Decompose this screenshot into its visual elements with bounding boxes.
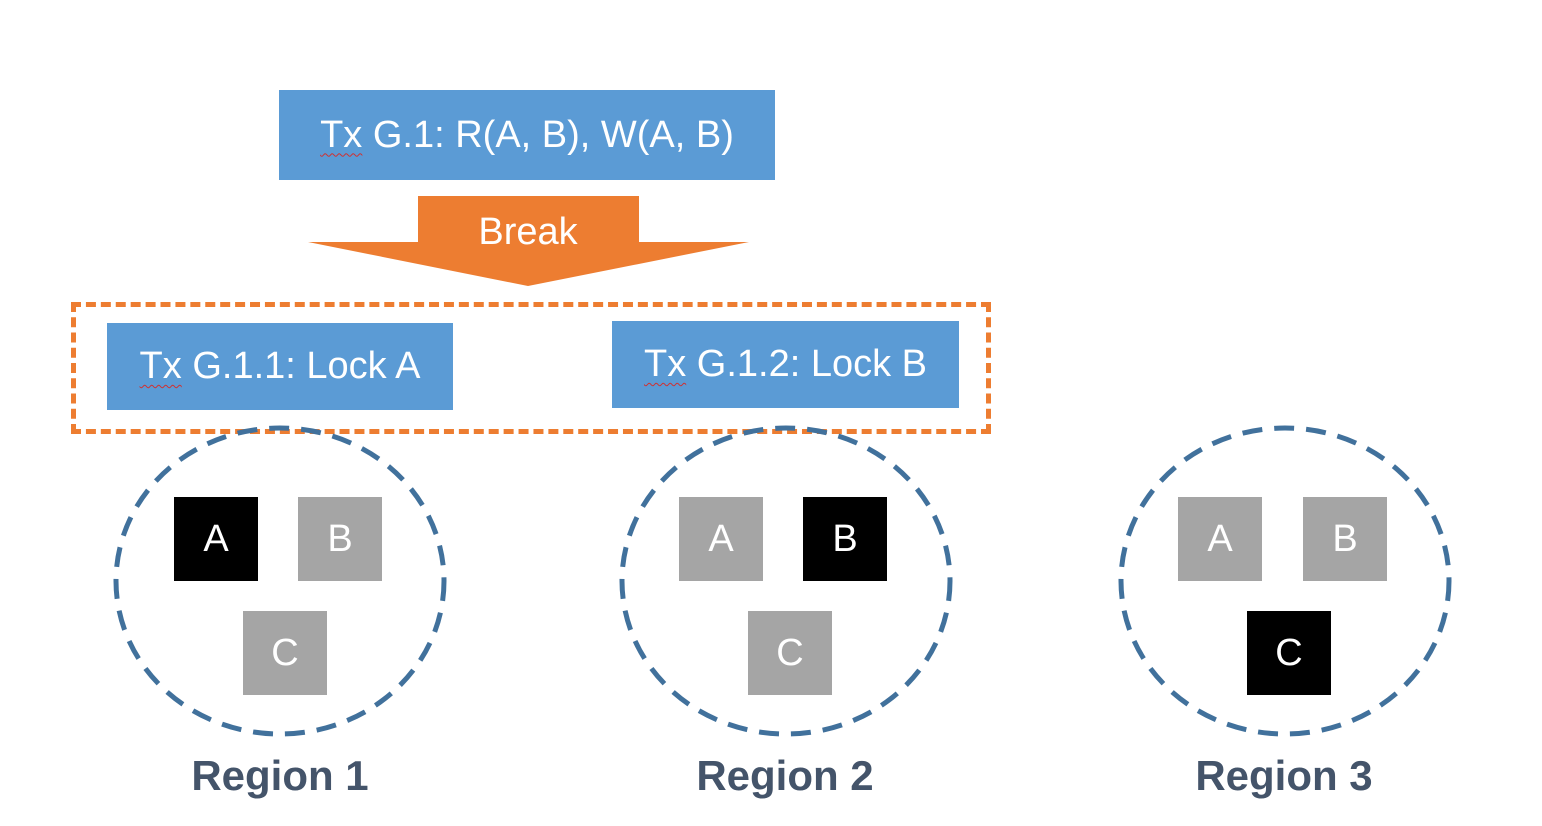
transaction-g1-prefix: Tx	[320, 113, 363, 156]
region-3-item-b: B	[1303, 497, 1387, 581]
break-arrow	[308, 196, 749, 286]
region-2-label: Region 2	[696, 752, 874, 799]
transaction-g1-1-box: Tx G.1.1: Lock A	[107, 323, 453, 410]
region-1-circle	[113, 425, 447, 737]
sub-transaction-group	[71, 302, 991, 434]
region-3-item-c: C	[1247, 611, 1331, 695]
region-2-item-c: C	[748, 611, 832, 695]
region-2-circle	[619, 425, 953, 737]
region-3-label: Region 3	[1195, 752, 1373, 799]
region-1-item-c: C	[243, 611, 327, 695]
transaction-g1-2-prefix: Tx	[643, 343, 687, 385]
region-1-item-b: B	[298, 497, 382, 581]
transaction-g1-1-label: G.1.1: Lock A	[181, 345, 421, 387]
region-3-item-a: A	[1178, 497, 1262, 581]
break-label: Break	[478, 210, 578, 253]
transaction-g1-1-prefix: Tx	[139, 345, 182, 387]
region-2-item-a: A	[679, 497, 763, 581]
region-1-label: Region 1	[191, 752, 369, 799]
transaction-g1-2-box: Tx G.1.2: Lock B	[612, 321, 959, 408]
region-2-item-b: B	[803, 497, 887, 581]
transaction-g1-label: G.1: R(A, B), W(A, B)	[362, 113, 734, 156]
region-3-circle	[1118, 425, 1452, 737]
transaction-g1-box: Tx G.1: R(A, B), W(A, B)	[279, 90, 775, 180]
transaction-g1-2-label: G.1.2: Lock B	[686, 343, 927, 385]
region-1-item-a: A	[174, 497, 258, 581]
